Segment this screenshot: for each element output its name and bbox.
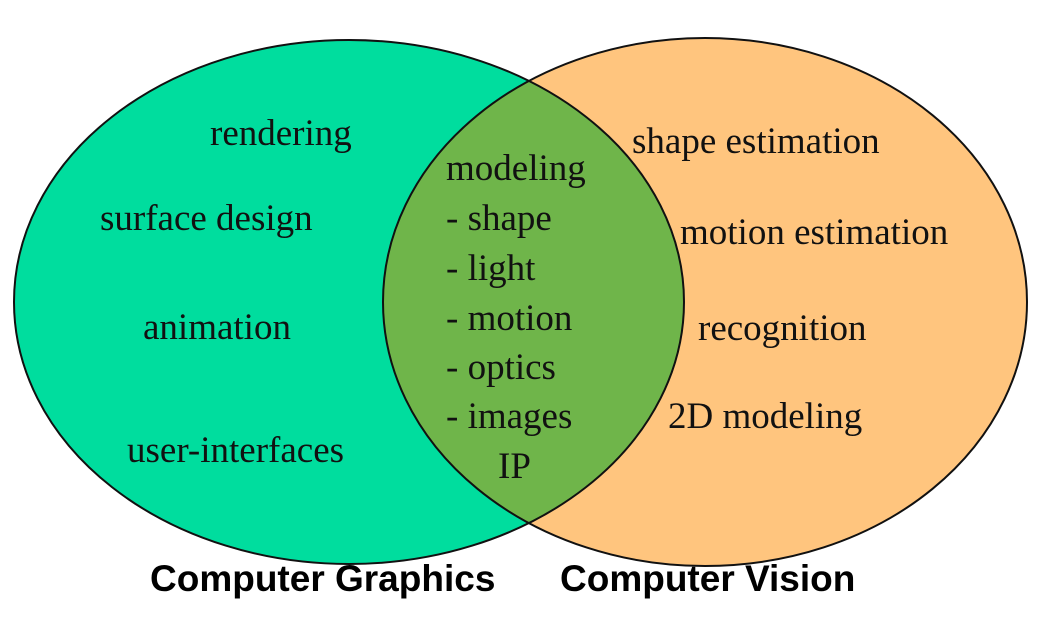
graphics-item-rendering: rendering xyxy=(210,113,352,154)
overlap-item-optics: - optics xyxy=(446,347,556,388)
vision-caption: Computer Vision xyxy=(560,558,856,599)
graphics-caption: Computer Graphics xyxy=(150,558,496,599)
vision-item-2d-modeling: 2D modeling xyxy=(668,396,862,437)
graphics-item-user-interfaces: user-interfaces xyxy=(127,430,344,471)
vision-item-motion-estimation: motion estimation xyxy=(680,212,948,253)
vision-item-shape-estimation: shape estimation xyxy=(632,121,880,162)
overlap-item-modeling: modeling xyxy=(446,148,586,189)
overlap-item-shape: - shape xyxy=(446,198,552,239)
overlap-item-motion: - motion xyxy=(446,298,572,339)
graphics-item-animation: animation xyxy=(143,307,291,348)
vision-item-recognition: recognition xyxy=(698,308,867,349)
overlap-item-ip: IP xyxy=(498,446,531,487)
overlap-region xyxy=(383,40,684,564)
graphics-item-surface-design: surface design xyxy=(100,198,313,239)
overlap-item-light: - light xyxy=(446,248,536,289)
graphics-circle-outline xyxy=(13,39,685,565)
overlap-item-images: - images xyxy=(446,396,572,437)
vision-circle-outline xyxy=(382,37,1028,567)
